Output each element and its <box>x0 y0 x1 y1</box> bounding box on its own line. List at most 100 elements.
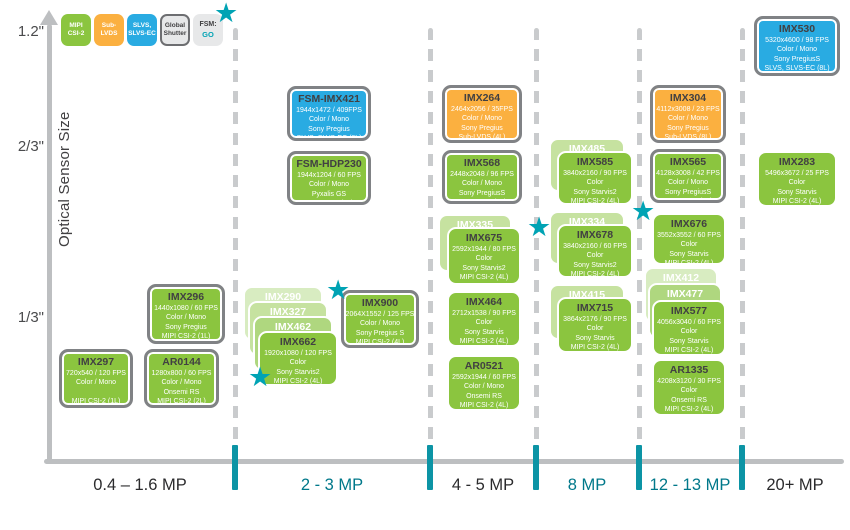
sensor-spec-line: 1944x1204 / 60 FPS <box>297 172 361 180</box>
sensor-name: AR0521 <box>464 360 504 372</box>
sensor-name: AR1335 <box>669 364 709 376</box>
sensor-name: IMX585 <box>576 156 614 168</box>
x-category-label: 0.4 – 1.6 MP <box>93 476 187 494</box>
sensor-spec-line: 3840x2160 / 60 FPS <box>563 243 627 251</box>
sensor-name: IMX296 <box>167 291 205 303</box>
sensor-spec-line: Sony Pregius <box>165 323 207 331</box>
sensor-spec-line: Onsemi RS <box>163 388 200 396</box>
sensor-spec-line: Sony PregiusS <box>664 188 712 196</box>
sensor-name: IMX900 <box>361 297 399 309</box>
sensor-spec-line: MIPI CSI-2 (2L) <box>157 398 206 406</box>
sensor-spec-line: Color / Mono <box>776 46 818 54</box>
x-category-label: 8 MP <box>567 476 607 494</box>
sensor-spec-line: Sony Pregius S <box>355 329 405 337</box>
y-tick-label: 2/3" <box>17 138 44 155</box>
sensor-spec-line: Color / Mono <box>667 179 709 187</box>
sensor-spec-line: 4056x3040 / 60 FPS <box>657 319 721 327</box>
sensor-spec-line: Color <box>680 387 698 395</box>
sensor-spec-line: 4208x3120 / 30 FPS <box>657 378 721 386</box>
legend-chip-slvs-slvs-ec: SLVS, SLVS-EC <box>127 14 157 46</box>
sensor-spec-line: 1920x1080 / 120 FPS <box>264 350 332 358</box>
sensor-spec-line: SLVS, SLVS-EC (8L) <box>764 65 830 73</box>
sensor-spec-line: Color <box>475 255 493 263</box>
sensor-spec-line: Sub-LVDS (8L) <box>664 134 712 142</box>
sensor-name: IMX264 <box>463 92 501 104</box>
legend-chip-global-shutter: Global Shutter <box>160 14 190 46</box>
y-axis-line <box>47 24 52 462</box>
sensor-spec-line: 1280x800 / 60 FPS <box>151 370 212 378</box>
y-axis-arrowhead-icon <box>40 10 58 25</box>
sensor-name: AR0144 <box>162 356 201 368</box>
sensor-spec-line: Sony Starvis <box>464 328 504 336</box>
sensor-spec-line: Sony Starvis2 <box>462 264 506 272</box>
sensor-name: IMX678 <box>576 229 614 241</box>
sensor-spec-line: Color <box>680 241 698 249</box>
column-tick <box>232 445 238 490</box>
column-tick <box>427 445 433 490</box>
sensor-spec-line: 2464x2056 / 35FPS <box>451 106 513 114</box>
sensor-name: IMX675 <box>465 232 503 244</box>
sensor-spec-line: Color / Mono <box>308 181 350 189</box>
sensor-spec-line: MIPI CSI-2 (4L) <box>772 198 822 206</box>
sensor-name: IMX412 <box>662 272 700 284</box>
sensor-spec-line <box>62 388 130 397</box>
column-divider-line <box>233 28 238 461</box>
column-divider-line <box>534 28 539 461</box>
sensor-spec-line: MIPI CSI-2 (4L) <box>664 347 714 355</box>
sensor-spec-line: Sub-LVDS (4L) <box>458 134 506 142</box>
legend-chip-label: Global Shutter <box>163 22 187 37</box>
sensor-spec-line: MIPI CSI-2 (4L) <box>570 344 620 352</box>
sensor-spec-line: MIPI CSI-2 (4L) <box>459 338 509 346</box>
sensor-spec-line: MIPI CSI-2 (4L) <box>570 271 620 278</box>
sensor-spec-line: Sony Starvis2 <box>573 188 617 196</box>
sensor-spec-line: 3552x3552 / 60 FPS <box>657 232 721 240</box>
star-legend-fsm-go-icon: ★ <box>214 0 239 28</box>
y-axis-title: Optical Sensor Size <box>56 111 73 247</box>
sensor-spec-line: 3840x2160 / 90 FPS <box>563 170 627 178</box>
sensor-spec-line: Color <box>586 252 604 260</box>
sensor-name: IMX662 <box>279 336 317 348</box>
sensor-spec-line: Color / Mono <box>308 116 350 124</box>
sensor-spec-line: Color / Mono <box>461 180 503 188</box>
x-category-label: 12 - 13 MP <box>649 476 731 494</box>
sensor-spec-line: MIPI CSI-2 (4L) <box>273 378 323 386</box>
sensor-spec-line: 2064X1552 / 125 FPS <box>345 311 415 319</box>
sensor-spec-line: MIPI CSI-2 (4L) <box>664 260 714 265</box>
column-tick <box>636 445 642 490</box>
sensor-spec-line: Sony Starvis <box>777 188 817 196</box>
sensor-spec-line: 720x540 / 120 FPS <box>66 370 126 378</box>
sensor-spec-line: Sony Pregius <box>667 124 709 132</box>
sensor-spec-line: MIPI CSI-2 (4L) <box>355 339 405 347</box>
x-category-label: 20+ MP <box>766 476 824 494</box>
sensor-spec-line: 4128x3008 / 42 FPS <box>656 170 720 178</box>
sensor-spec-line: Color / Mono <box>667 115 709 123</box>
sensor-spec-line: Color / Mono <box>75 379 117 387</box>
sensor-name: FSM-HDP230 <box>296 158 362 170</box>
sensor-spec-line: Color <box>586 325 604 333</box>
sensor-spec-line: Sony Starvis2 <box>573 261 617 269</box>
sensor-spec-line: 1944x1472 / 409FPS <box>296 107 362 115</box>
sensor-name: IMX290 <box>264 291 302 303</box>
star-imx900-icon: ★ <box>326 275 351 305</box>
sensor-spec-line: 5320x4600 / 98 FPS <box>765 37 829 45</box>
sensor-name: IMX464 <box>465 296 503 308</box>
legend-chip-label: MIPI CSI-2 <box>67 22 85 37</box>
sensor-spec-line: MIPI CSI-2 (4L) <box>457 199 507 204</box>
sensor-spec-line: Color <box>788 179 806 187</box>
sensor-spec-line: Color / Mono <box>463 383 505 391</box>
sensor-spec-line: Sony Pregius <box>461 124 503 132</box>
column-divider-line <box>637 28 642 461</box>
